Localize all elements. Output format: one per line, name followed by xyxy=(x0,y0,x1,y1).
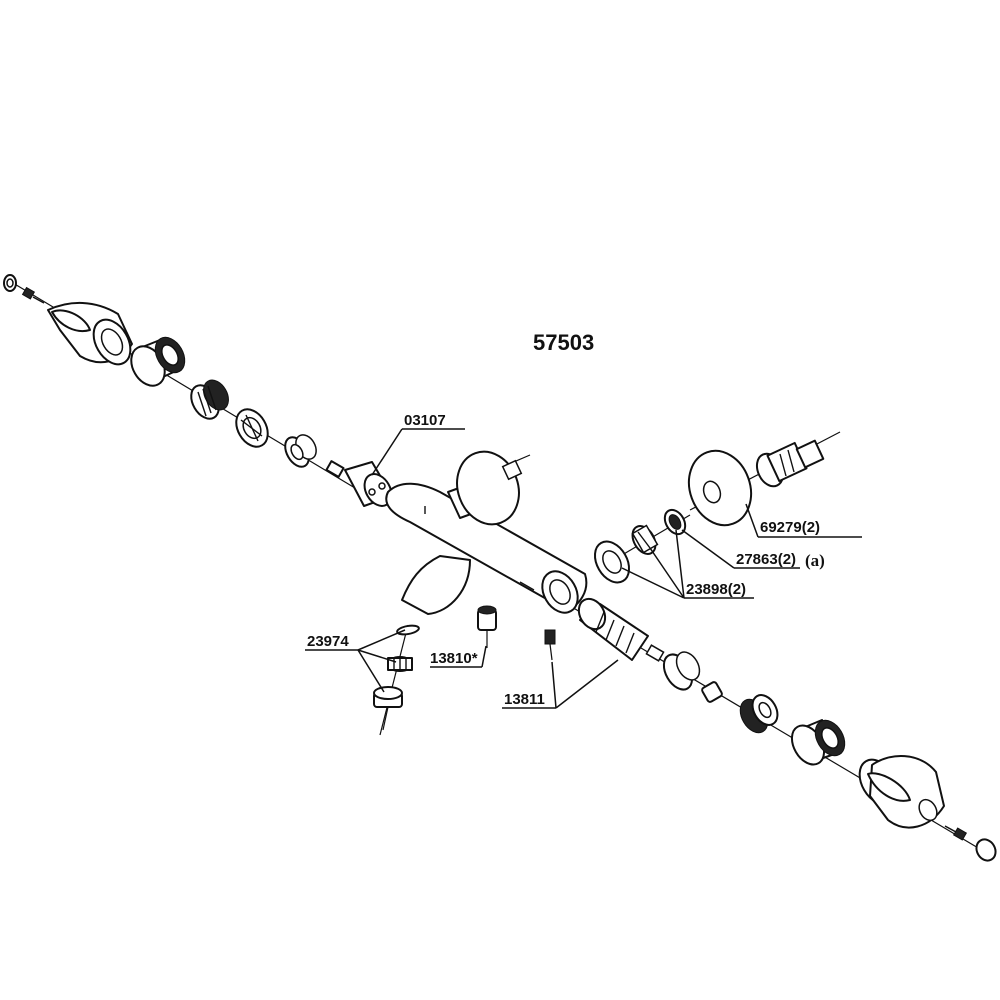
check-valve-icon xyxy=(477,605,497,648)
thermo-cartridge-icon xyxy=(577,597,665,662)
connector-fitting-icon xyxy=(631,524,659,555)
leader-23974 xyxy=(357,629,406,693)
callout-23898: 23898(2) xyxy=(686,581,746,598)
callout-13811: 13811 xyxy=(504,691,545,708)
left-handle-icon xyxy=(47,301,133,366)
aerator-insert-icon xyxy=(387,656,413,672)
callout-69279: 69279(2) xyxy=(760,519,820,536)
filter-screen-icon xyxy=(663,508,687,536)
callout-03107: 03107 xyxy=(404,412,446,429)
right-handle-icon xyxy=(858,754,945,829)
mixer-body-icon xyxy=(385,450,588,615)
left-spline-adapter-icon xyxy=(190,379,229,420)
right-cap-icon xyxy=(975,838,997,862)
callout-27863: 27863(2) xyxy=(736,551,796,568)
connector-nut-icon xyxy=(593,540,631,584)
left-cartridge-icon xyxy=(325,460,393,507)
callout-13810: 13810* xyxy=(430,650,478,667)
diagram-title: 57503 xyxy=(533,330,594,355)
callout-27863-note: (a) xyxy=(805,551,825,570)
right-spline-adapter-icon xyxy=(739,694,779,734)
right-bushing-icon xyxy=(662,651,701,691)
flange-connector-icon xyxy=(755,439,825,488)
left-screw-icon xyxy=(21,286,45,304)
left-cap-icon xyxy=(3,274,17,292)
leader-27863 xyxy=(681,529,735,569)
right-knurled-ring-icon xyxy=(790,719,846,766)
square-washer-icon xyxy=(701,681,723,703)
leader-03107 xyxy=(371,428,403,476)
leader-69279 xyxy=(745,503,759,538)
right-screw-icon xyxy=(944,825,968,841)
left-bushing-icon xyxy=(284,434,317,468)
leader-13810 xyxy=(481,645,487,668)
leader-13811 xyxy=(551,659,619,709)
small-spring-icon xyxy=(544,629,556,661)
left-knurled-ring-icon xyxy=(130,336,186,387)
flange-icon xyxy=(687,449,753,527)
callout-23974: 23974 xyxy=(307,633,349,650)
aerator-housing-icon xyxy=(373,686,403,731)
left-star-nut-icon xyxy=(235,408,269,448)
axis-aerator xyxy=(379,624,409,736)
aerator-washer-icon xyxy=(396,624,420,636)
leader-23898 xyxy=(621,529,685,599)
